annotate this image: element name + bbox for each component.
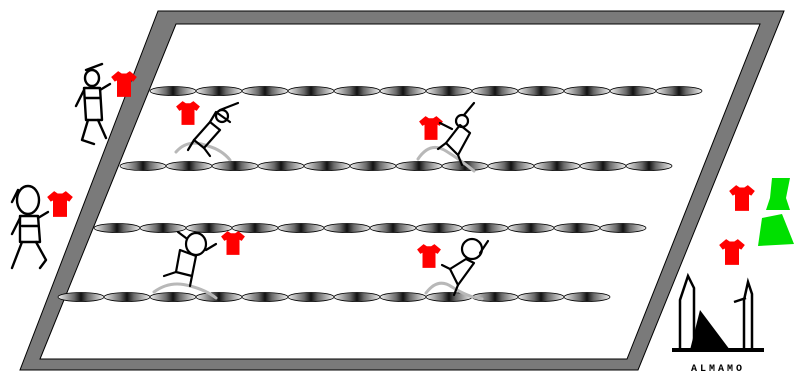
lane-float [600, 224, 646, 233]
lane-float [564, 87, 610, 96]
lane-float [334, 293, 380, 302]
lane-float [242, 293, 288, 302]
red-shirt-icon[interactable] [719, 239, 745, 265]
lane-float [186, 224, 232, 233]
lane-float [278, 224, 324, 233]
almamo-logo: ALMAMO [672, 276, 764, 374]
lane-float [166, 162, 212, 171]
lane-float [334, 87, 380, 96]
lane-float [120, 162, 166, 171]
lane-float [610, 87, 656, 96]
red-shirt-icon [47, 191, 73, 217]
lane-float [626, 162, 672, 171]
lane-float [580, 162, 626, 171]
lane-float [554, 224, 600, 233]
lane-float [564, 293, 610, 302]
lane-float [518, 293, 564, 302]
lane-float [242, 87, 288, 96]
lane-float [534, 162, 580, 171]
lane-float [58, 293, 104, 302]
red-shirt-icon[interactable] [729, 185, 755, 211]
lane-float [472, 87, 518, 96]
lane-float [196, 87, 242, 96]
lane-float [140, 224, 186, 233]
lane-float [94, 224, 140, 233]
lane-float [488, 162, 534, 171]
lane-float [150, 87, 196, 96]
lane-float [380, 87, 426, 96]
lane-float [370, 224, 416, 233]
lane-float [304, 162, 350, 171]
lane-float [232, 224, 278, 233]
shirt-inventory [719, 178, 794, 265]
pool-frame [20, 11, 784, 370]
lane-float [350, 162, 396, 171]
lane-float [416, 224, 462, 233]
logo-text: ALMAMO [691, 364, 745, 374]
lane-float [288, 87, 334, 96]
lane-float [426, 87, 472, 96]
green-flag-icon[interactable] [766, 178, 790, 210]
green-flag-icon[interactable] [758, 214, 794, 246]
lane-float [508, 224, 554, 233]
lane-float [396, 162, 442, 171]
lane-float [380, 293, 426, 302]
lane-float [656, 87, 702, 96]
lane-float [258, 162, 304, 171]
lane-float [212, 162, 258, 171]
lane-float [150, 293, 196, 302]
lane-float [104, 293, 150, 302]
lane-float [518, 87, 564, 96]
lane-float [462, 224, 508, 233]
lane-float [324, 224, 370, 233]
lane-float [196, 293, 242, 302]
lane-float [288, 293, 334, 302]
